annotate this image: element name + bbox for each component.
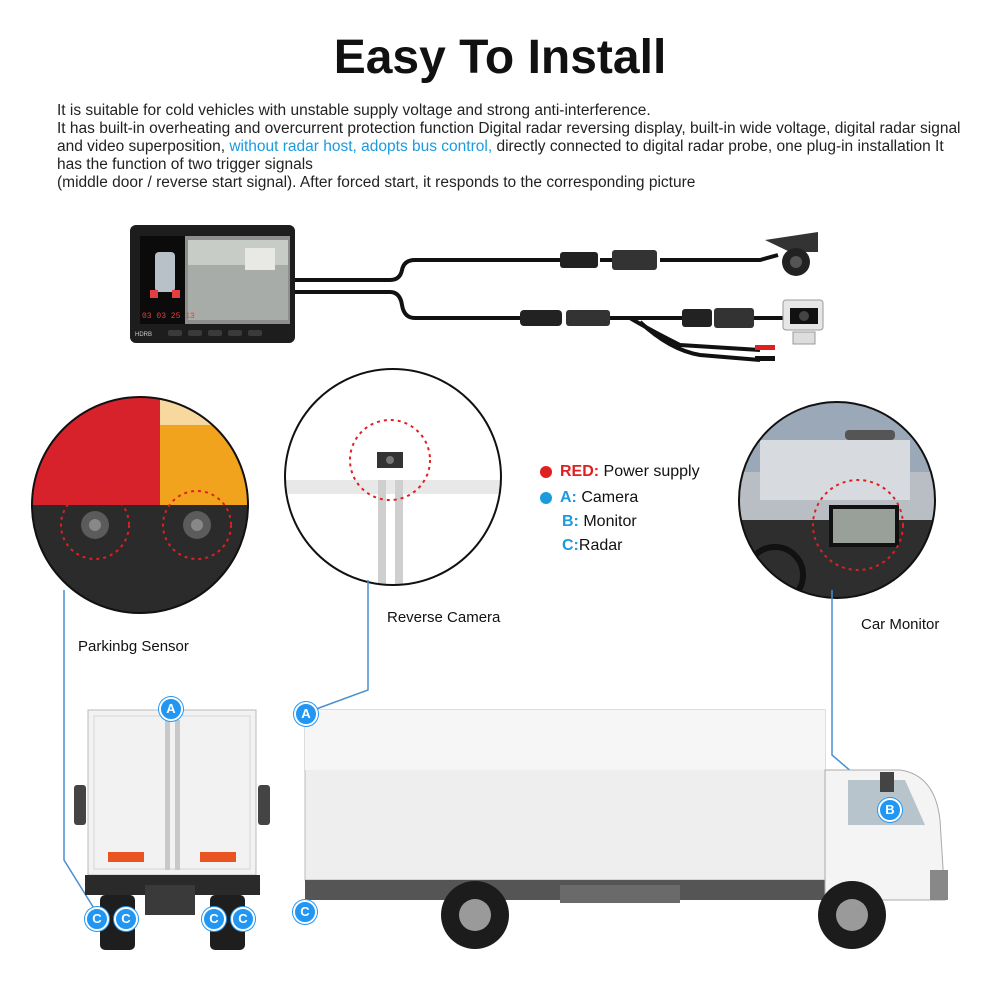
- monitor-readout: 03 03 25 13: [142, 312, 195, 321]
- cables: [295, 253, 785, 362]
- connectors: [520, 250, 775, 361]
- page-title: Easy To Install: [333, 31, 667, 84]
- badge-c-4: C: [231, 907, 255, 931]
- zoom-parking-sensor: [31, 396, 249, 614]
- badge-b: B: [878, 798, 902, 822]
- zoom-reverse-camera: [284, 368, 502, 586]
- legend-red-key: RED:: [560, 463, 600, 480]
- legend-c-key: C:: [562, 537, 579, 554]
- description-line-1: It is suitable for cold vehicles with un…: [57, 102, 651, 119]
- blue-dot-icon: [540, 492, 552, 504]
- zoom-car-monitor: [738, 401, 936, 599]
- truck-side-view: [304, 709, 948, 949]
- badge-a-rear: A: [159, 697, 183, 721]
- label-car-monitor: Car Monitor: [861, 616, 940, 633]
- badge-c-2: C: [114, 907, 138, 931]
- badge-c-3: C: [202, 907, 226, 931]
- description-line-2: It has built-in overheating and overcurr…: [57, 120, 967, 174]
- monitor-device: 03 03 25 13 HDRB: [130, 225, 295, 343]
- description: It is suitable for cold vehicles with un…: [57, 102, 967, 192]
- red-dot-icon: [540, 466, 552, 478]
- label-parking-sensor: Parkinbg Sensor: [78, 638, 189, 655]
- description-highlight: without radar host, adopts bus control,: [229, 138, 493, 155]
- rear-camera: [782, 299, 824, 345]
- label-reverse-camera: Reverse Camera: [387, 609, 501, 626]
- description-text-2: directly connected to digital radar prob…: [57, 138, 944, 173]
- legend-b-key: B:: [562, 513, 579, 530]
- description-text: It has built-in overheating and overcurr…: [57, 120, 961, 155]
- legend-red-text: Power supply: [599, 463, 700, 480]
- badge-c-side: C: [293, 900, 317, 924]
- monitor-brand: HDRB: [135, 332, 152, 338]
- legend-a-key: A:: [560, 489, 577, 506]
- description-line-3: (middle door / reverse start signal). Af…: [57, 174, 696, 191]
- badge-a-side: A: [294, 702, 318, 726]
- legend-b-text: Monitor: [578, 513, 637, 530]
- legend-c-text: Radar: [578, 537, 623, 554]
- truck-rear-view: [74, 709, 270, 950]
- side-camera: [765, 232, 818, 276]
- legend-a-text: Camera: [576, 489, 639, 506]
- badge-c-1: C: [85, 907, 109, 931]
